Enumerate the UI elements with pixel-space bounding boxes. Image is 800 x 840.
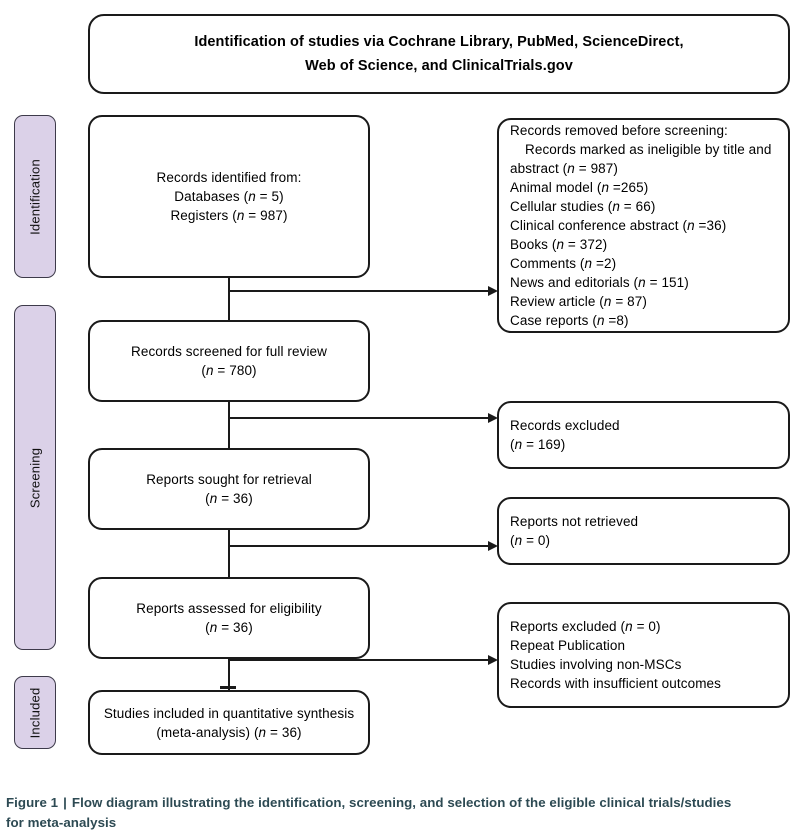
reports-excluded-line-3: Studies involving non-MSCs <box>510 657 682 672</box>
flowbox-reports-assessed: Reports assessed for eligibility (n = 36… <box>88 577 370 659</box>
flowbox-records-excluded: Records excluded (n = 169) <box>497 401 790 469</box>
header-line-2: Web of Science, and ClinicalTrials.gov <box>305 58 573 74</box>
studies-included-line-1: Studies included in quantitative synthes… <box>103 705 355 721</box>
connector-sought-to-assessed <box>228 530 230 577</box>
figure-caption-separator: | <box>63 795 67 810</box>
reports-sought-line-2: (n = 36) <box>205 491 253 506</box>
flowbox-reports-sought: Reports sought for retrieval (n = 36) <box>88 448 370 530</box>
records-screened-line-2: (n = 780) <box>201 363 257 378</box>
records-removed-item-4: Clinical conference abstract (n =36) <box>510 218 727 233</box>
stage-bar-included: Included <box>14 676 56 749</box>
records-removed-item-8: Review article (n = 87) <box>510 294 647 309</box>
stage-bar-screening: Screening <box>14 305 56 650</box>
arrowhead-to-records-excluded <box>488 412 498 423</box>
reports-not-retrieved-line-1: Reports not retrieved <box>510 514 639 529</box>
arrowhead-to-reports-not-retrieved <box>488 540 498 551</box>
reports-assessed-line-1: Reports assessed for eligibility <box>136 601 322 616</box>
reports-excluded-line-1: Reports excluded (n = 0) <box>510 619 661 634</box>
records-removed-item-9: Case reports (n =8) <box>510 313 629 328</box>
flowbox-records-screened: Records screened for full review (n = 78… <box>88 320 370 402</box>
arrowhead-to-records-removed <box>488 285 498 296</box>
arrow-line-to-reports-excluded <box>228 659 490 661</box>
figure-caption: Figure 1 | Flow diagram illustrating the i… <box>6 793 796 833</box>
reports-excluded-line-2: Repeat Publication <box>510 638 626 653</box>
header-line-1: Identification of studies via Cochrane L… <box>194 34 684 50</box>
records-screened-line-1: Records screened for full review <box>130 344 328 359</box>
records-removed-item-1: abstract (n = 987) <box>510 161 618 176</box>
flowbox-reports-not-retrieved: Reports not retrieved (n = 0) <box>497 497 790 565</box>
connector-tick-included <box>220 686 236 689</box>
flowbox-records-removed-before-screening: Records removed before screening: Record… <box>497 118 790 333</box>
records-removed-title: Records removed before screening: <box>510 123 728 138</box>
records-removed-item-6: Comments (n =2) <box>510 256 617 271</box>
arrow-line-to-records-removed <box>228 290 490 292</box>
connector-assessed-to-included <box>228 659 230 690</box>
reports-excluded-line-4: Records with insufficient outcomes <box>510 676 721 691</box>
stage-label-screening: Screening <box>27 447 43 508</box>
records-excluded-line-2: (n = 169) <box>510 437 566 452</box>
arrowhead-to-reports-excluded <box>488 654 498 665</box>
figure-caption-text-line-1: Flow diagram illustrating the identifica… <box>71 795 732 810</box>
figure-caption-text-line-2: for meta-analysis <box>6 815 117 830</box>
reports-not-retrieved-line-2: (n = 0) <box>510 533 551 548</box>
records-identified-line-3: Registers (n = 987) <box>170 208 288 223</box>
reports-assessed-line-2: (n = 36) <box>205 620 253 635</box>
flowbox-records-identified: Records identified from: Databases (n = … <box>88 115 370 278</box>
flowbox-reports-excluded: Reports excluded (n = 0) Repeat Publicat… <box>497 602 790 708</box>
arrow-line-to-reports-not-retrieved <box>228 545 490 547</box>
records-identified-line-1: Records identified from: <box>156 170 302 185</box>
arrow-line-to-records-excluded <box>228 417 490 419</box>
records-removed-item-3: Cellular studies (n = 66) <box>510 199 656 214</box>
connector-identified-to-screened <box>228 278 230 320</box>
records-removed-item-0: Records marked as ineligible by title an… <box>525 142 772 157</box>
records-removed-item-5: Books (n = 372) <box>510 237 608 252</box>
stage-label-included: Included <box>27 687 43 738</box>
records-removed-item-2: Animal model (n =265) <box>510 180 649 195</box>
figure-caption-label: Figure 1 <box>6 795 59 810</box>
stage-bar-identification: Identification <box>14 115 56 278</box>
records-excluded-line-1: Records excluded <box>510 418 620 433</box>
records-removed-item-7: News and editorials (n = 151) <box>510 275 689 290</box>
reports-sought-line-1: Reports sought for retrieval <box>146 472 312 487</box>
flowbox-studies-included: Studies included in quantitative synthes… <box>88 690 370 755</box>
diagram-header-box: Identification of studies via Cochrane L… <box>88 14 790 94</box>
studies-included-line-2: (meta-analysis) (n = 36) <box>156 724 302 740</box>
stage-label-identification: Identification <box>27 158 43 235</box>
records-identified-line-2: Databases (n = 5) <box>174 189 284 204</box>
connector-screened-to-sought <box>228 402 230 448</box>
